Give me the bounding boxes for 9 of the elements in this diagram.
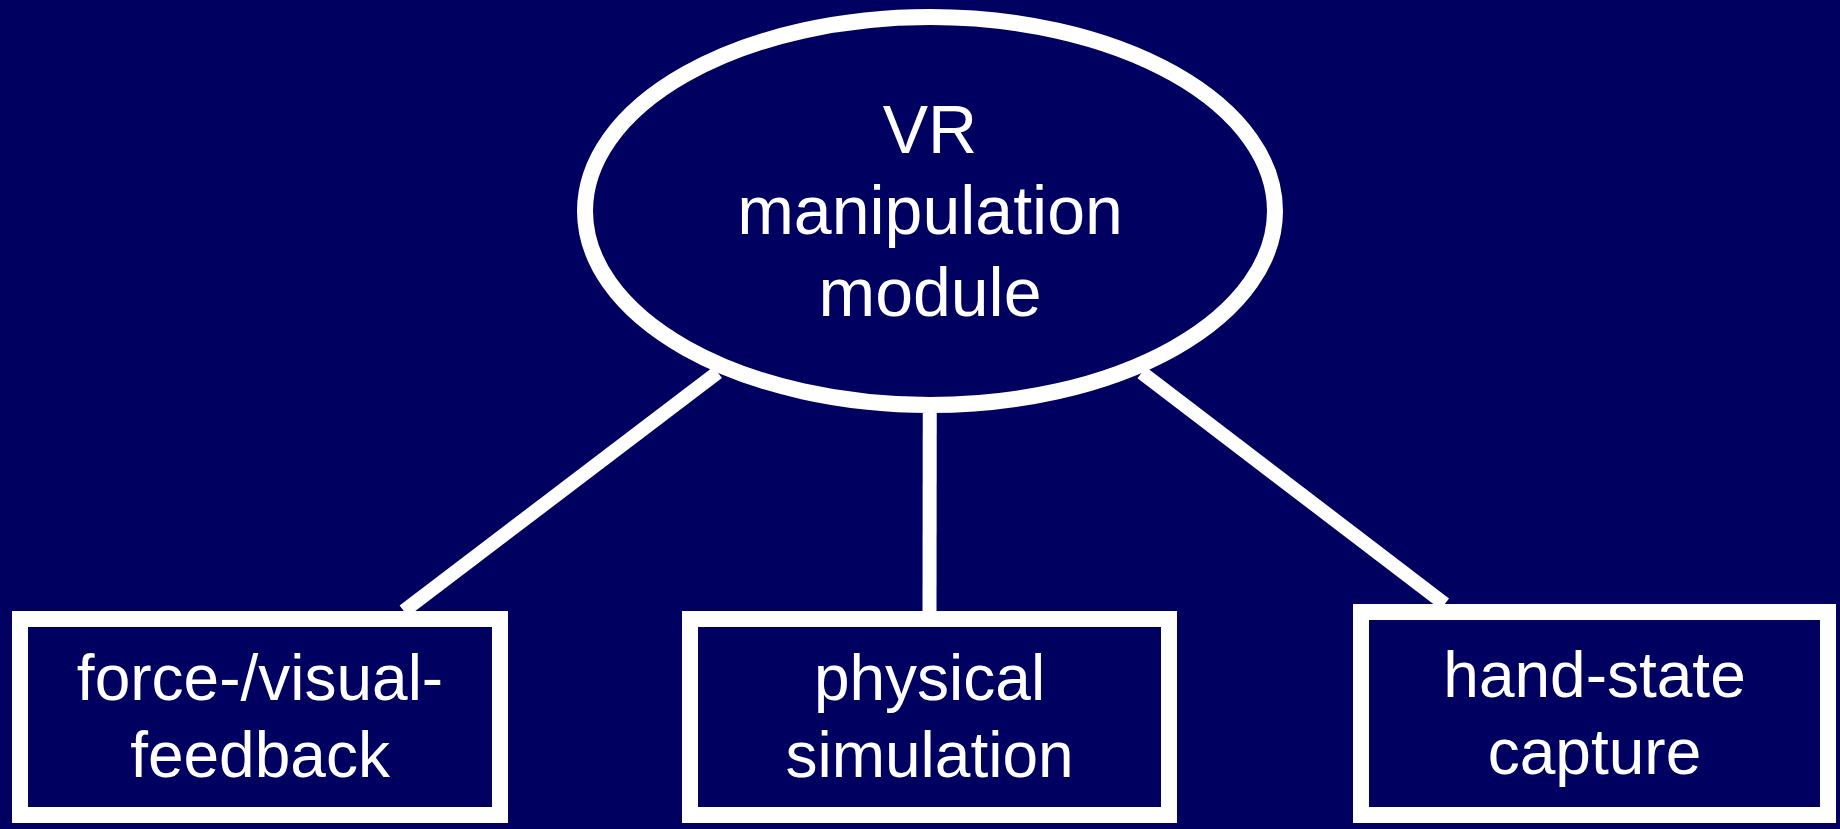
ellipse-node bbox=[577, 9, 1283, 413]
node-label: hand-state capture bbox=[1442, 637, 1747, 790]
connector-line bbox=[922, 412, 937, 611]
node-label: force-/visual-feedback bbox=[75, 641, 445, 793]
process-box bbox=[1353, 604, 1836, 823]
process-box bbox=[12, 611, 508, 823]
process-box bbox=[682, 611, 1177, 823]
node-label: physical simulation bbox=[784, 641, 1075, 793]
node-label: VR manipulation module bbox=[736, 89, 1124, 332]
